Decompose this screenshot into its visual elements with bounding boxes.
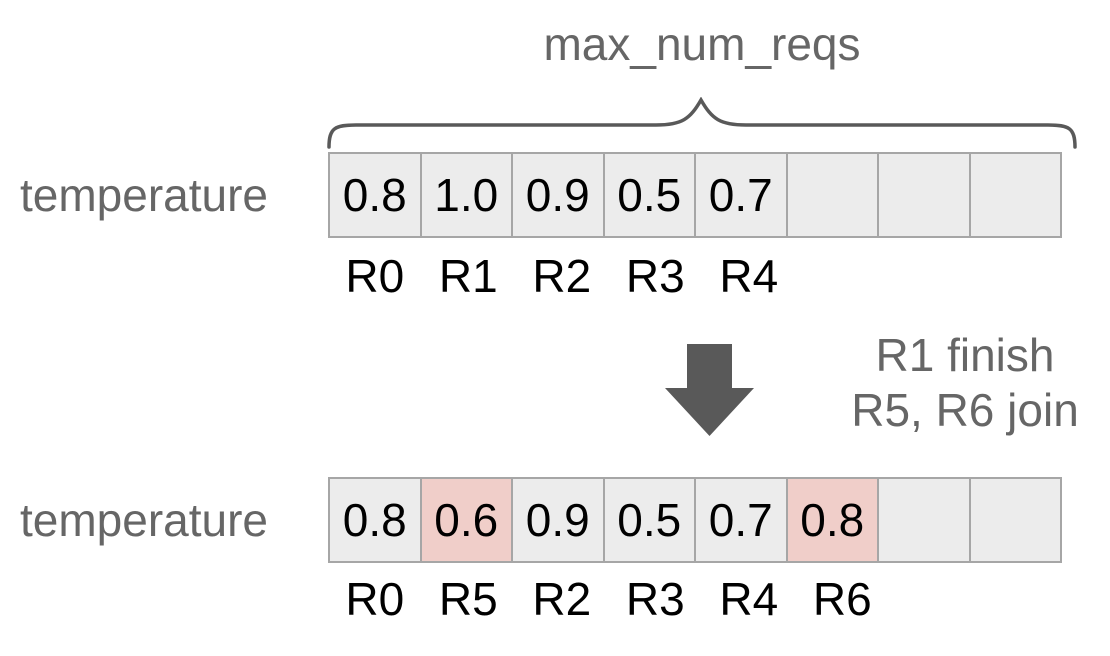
request-label	[889, 573, 983, 625]
request-labels-before: R0 R1 R2 R3 R4	[328, 250, 1076, 302]
array-cell: 0.7	[694, 477, 788, 563]
transition-note: R1 finish R5, R6 join	[820, 328, 1110, 438]
array-cell: 0.9	[511, 152, 605, 238]
array-before: 0.8 1.0 0.9 0.5 0.7	[328, 152, 1076, 238]
request-label: R5	[438, 573, 498, 625]
array-cell	[877, 152, 971, 238]
request-label: R1	[438, 250, 498, 302]
array-cell: 0.6	[419, 477, 513, 563]
max-num-reqs-title: max_num_reqs	[543, 18, 861, 70]
request-label	[983, 250, 1077, 302]
temperature-label-before: temperature	[20, 169, 269, 221]
request-label: R3	[625, 573, 685, 625]
request-label: R6	[812, 573, 872, 625]
transition-note-line1: R1 finish	[875, 329, 1055, 381]
temperature-label-after: temperature	[20, 494, 269, 546]
request-label: R0	[345, 573, 405, 625]
request-label: R4	[719, 573, 779, 625]
array-cell: 0.8	[785, 477, 879, 563]
array-cell: 0.5	[602, 477, 696, 563]
request-label	[983, 573, 1077, 625]
array-cell	[968, 152, 1062, 238]
request-label: R0	[345, 250, 405, 302]
array-cell: 0.7	[694, 152, 788, 238]
array-cell: 0.8	[328, 477, 422, 563]
array-cell	[877, 477, 971, 563]
array-cell	[968, 477, 1062, 563]
array-cell: 0.8	[328, 152, 422, 238]
array-cell: 0.9	[511, 477, 605, 563]
request-label: R2	[532, 573, 592, 625]
array-cell: 0.5	[602, 152, 696, 238]
request-label: R2	[532, 250, 592, 302]
transition-note-line2: R5, R6 join	[851, 384, 1079, 436]
request-label: R3	[625, 250, 685, 302]
request-labels-after: R0 R5 R2 R3 R4 R6	[328, 573, 1076, 625]
request-label: R4	[719, 250, 779, 302]
array-cell: 1.0	[419, 152, 513, 238]
array-after: 0.8 0.6 0.9 0.5 0.7 0.8	[328, 477, 1076, 563]
request-label	[889, 250, 983, 302]
request-label	[796, 250, 890, 302]
down-arrow-icon	[664, 344, 754, 436]
curly-brace-icon	[326, 96, 1078, 149]
array-cell	[785, 152, 879, 238]
